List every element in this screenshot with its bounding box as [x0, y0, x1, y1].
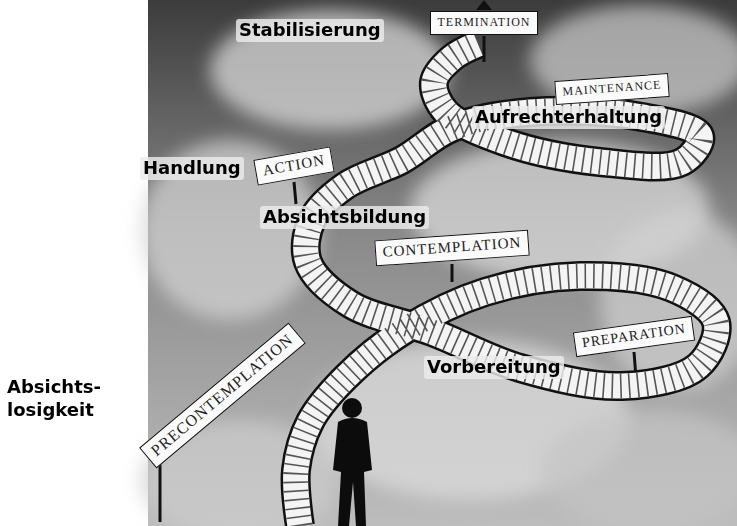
- stair-edge: [296, 44, 717, 526]
- sign-post: [451, 264, 454, 282]
- sign-arrow: [476, 0, 492, 10]
- person-silhouette: [333, 398, 372, 526]
- sign-post: [294, 182, 296, 204]
- sign-post: [159, 462, 162, 522]
- sign-text: CONTEMPLATION: [382, 234, 522, 261]
- sign-text: MAINTENANCE: [562, 78, 662, 100]
- stage-sign: TERMINATION: [430, 11, 538, 35]
- person-body: [333, 418, 372, 526]
- stage-label: Aufrechterhaltung: [472, 106, 665, 129]
- cloud: [210, 10, 450, 130]
- stage-label: Vorbereitung: [424, 356, 564, 379]
- cloud: [530, 5, 737, 115]
- clouds: [140, 5, 737, 526]
- staircase: [296, 44, 717, 526]
- sign-text: TERMINATION: [438, 15, 531, 30]
- stage-label: Stabilisierung: [236, 19, 384, 42]
- stair-face: [296, 44, 717, 526]
- stage-label: Handlung: [140, 157, 244, 180]
- stair-steps: [296, 44, 717, 526]
- stage-label: Absichts- losigkeit: [4, 376, 138, 421]
- person-head: [342, 398, 362, 418]
- sign-text: ACTION: [262, 152, 327, 180]
- stage-label: Absichtsbildung: [260, 206, 429, 229]
- cloud: [540, 410, 737, 526]
